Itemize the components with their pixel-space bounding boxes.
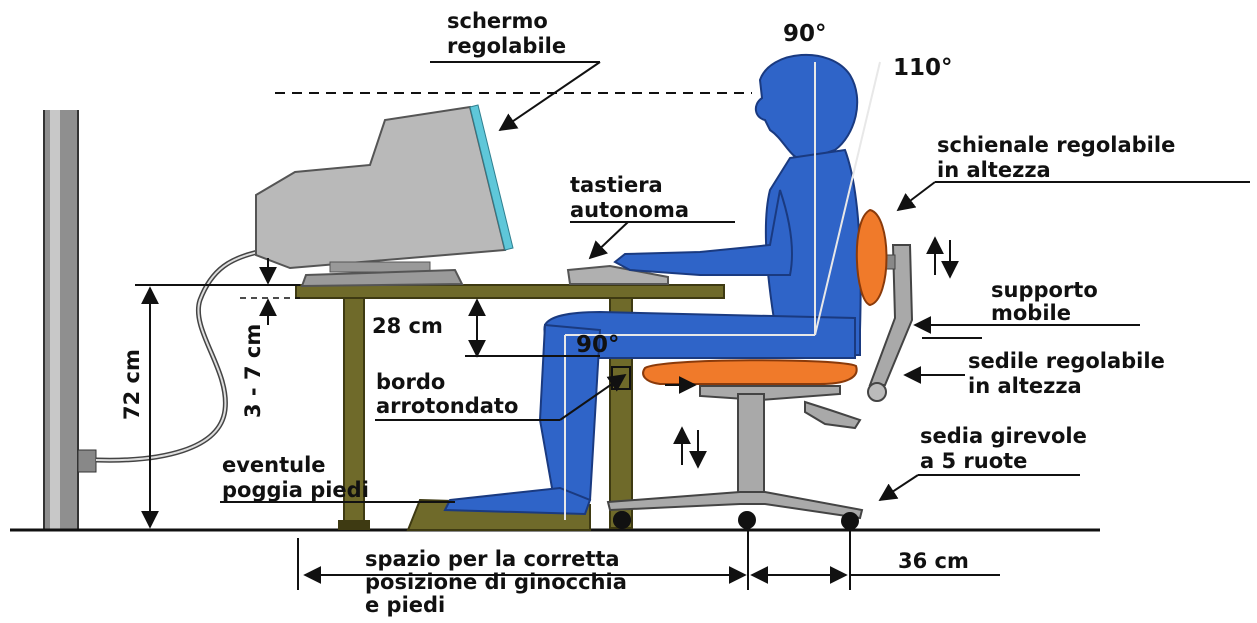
monitor-icon: [255, 104, 514, 288]
label-schienale-2: in altezza: [937, 158, 1051, 182]
seated-person: [443, 54, 881, 520]
label-tastiera-2: autonoma: [570, 198, 689, 222]
label-bordo-2: arrotondato: [376, 394, 518, 418]
label-3-7cm: 3 - 7 cm: [241, 324, 265, 418]
label-sedile-2: in altezza: [968, 374, 1082, 398]
label-sedia-1: sedia girevole: [920, 424, 1087, 448]
label-schienale-1: schienale regolabile: [937, 133, 1175, 157]
label-angle-90-top: 90°: [783, 21, 827, 47]
label-supporto-1: supporto: [991, 278, 1098, 302]
wall: [43, 110, 79, 530]
label-bordo-1: bordo: [376, 370, 445, 394]
label-schermo-1: schermo: [447, 9, 548, 33]
label-spazio-1: spazio per la corretta: [365, 547, 620, 571]
power-cable: [77, 249, 259, 473]
label-sedile-1: sedile regolabile: [968, 349, 1165, 373]
label-angle-90-knee: 90°: [576, 332, 620, 358]
label-spazio-2: posizione di ginocchia: [365, 570, 627, 594]
label-eventule-2: poggia piedi: [222, 478, 369, 502]
label-sedia-2: a 5 ruote: [920, 449, 1027, 473]
label-eventule-1: eventule: [222, 453, 326, 477]
label-28cm: 28 cm: [372, 314, 443, 338]
label-spazio-3: e piedi: [365, 593, 445, 617]
label-72cm: 72 cm: [120, 349, 144, 420]
label-36cm: 36 cm: [898, 549, 969, 573]
annotation-arrows: [135, 61, 1250, 590]
label-angle-110: 110°: [893, 55, 953, 81]
keyboard-icon: [566, 264, 669, 285]
label-tastiera-1: tastiera: [570, 173, 663, 197]
label-schermo-2: regolabile: [447, 34, 566, 58]
label-supporto-2: mobile: [991, 301, 1071, 325]
